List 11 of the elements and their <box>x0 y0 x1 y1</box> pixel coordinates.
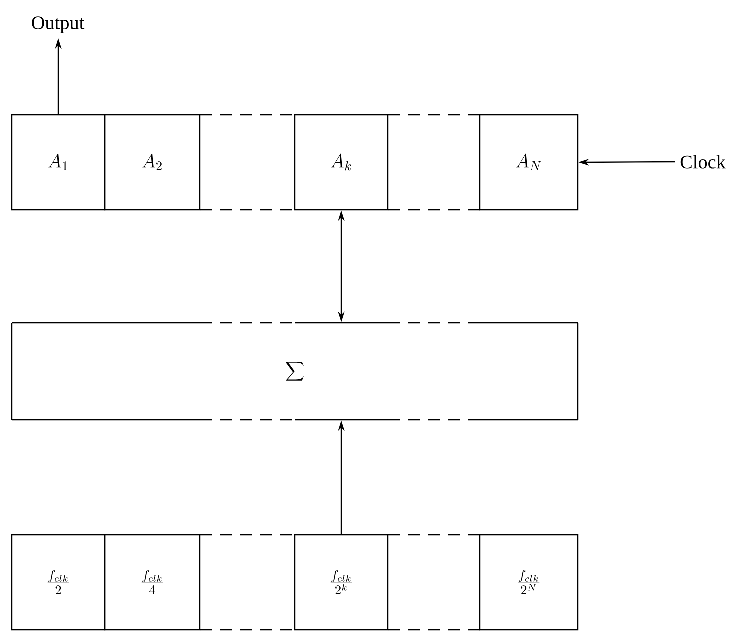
signal-label: Output <box>32 16 85 34</box>
register-box: $A_1$ <box>11 114 106 211</box>
register-box: $A_k$ <box>294 114 389 211</box>
summer-box: $\sum$ <box>11 322 579 421</box>
register-box: $\frac{f_{clk}}{4}$ <box>104 534 201 631</box>
register-box: $\frac{f_{clk}}{2}$ <box>11 534 106 631</box>
register-box: $\frac{f_{clk}}{2^k}$ <box>294 534 389 631</box>
register-box: $A_N$ <box>479 114 579 211</box>
signal-label: Clock <box>680 155 726 169</box>
register-box: $\frac{f_{clk}}{2^N}$ <box>479 534 579 631</box>
register-box: $A_2$ <box>104 114 201 211</box>
